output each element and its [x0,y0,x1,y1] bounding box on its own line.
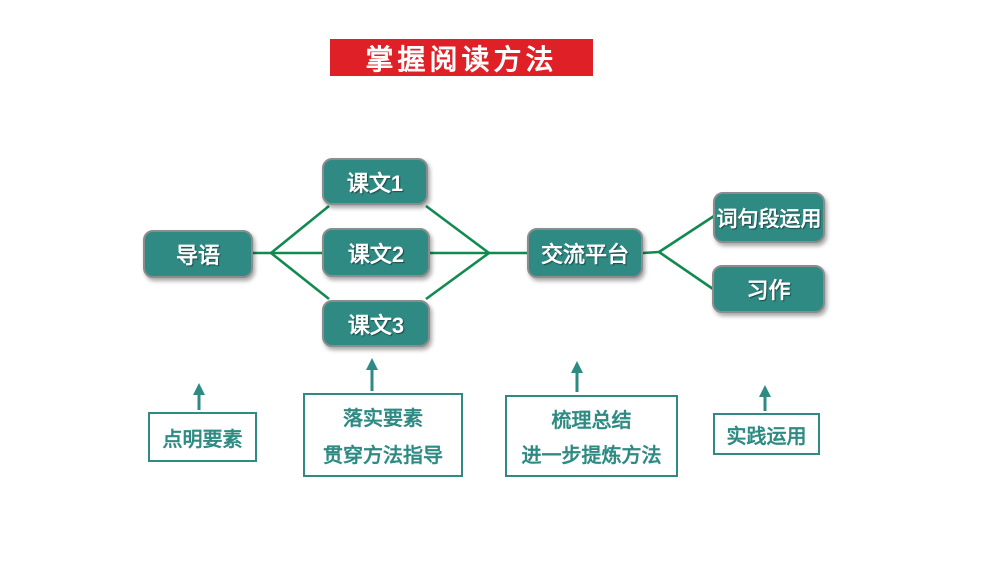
flow-connectors-right [642,214,715,291]
annotation-shijian-yunyong: 实践运用 [713,413,820,455]
node-daoyu: 导语 [143,230,253,278]
node-kewen2: 课文2 [322,228,430,277]
annotation-text: 点明要素 [162,428,243,451]
node-kewen3: 课文3 [322,300,430,347]
up-arrow-dianming [193,383,205,410]
annotation-text: 实践运用 [726,425,807,448]
node-cijuduan-yunyong: 词句段运用 [713,192,825,243]
node-jiaoliu-pingtai: 交流平台 [527,228,643,278]
up-arrow-shijian [759,385,771,411]
annotation-text: 梳理总结 [551,409,632,432]
annotation-text: 落实要素 [343,408,423,431]
annotation-luoshi-yaosu: 落实要素 贯穿方法指导 [303,393,463,477]
up-arrow-luoshi [366,358,378,391]
annotation-shuli-zongjie: 梳理总结 进一步提炼方法 [505,395,678,477]
annotation-text: 贯穿方法指导 [323,444,443,467]
annotation-dianming-yaosu: 点明要素 [148,412,257,462]
up-arrow-shuli [571,361,583,392]
node-kewen1: 课文1 [322,158,428,205]
node-xizuo: 习作 [712,265,825,313]
slide-title: 掌握阅读方法 [330,39,593,76]
annotation-text: 进一步提炼方法 [521,445,662,468]
